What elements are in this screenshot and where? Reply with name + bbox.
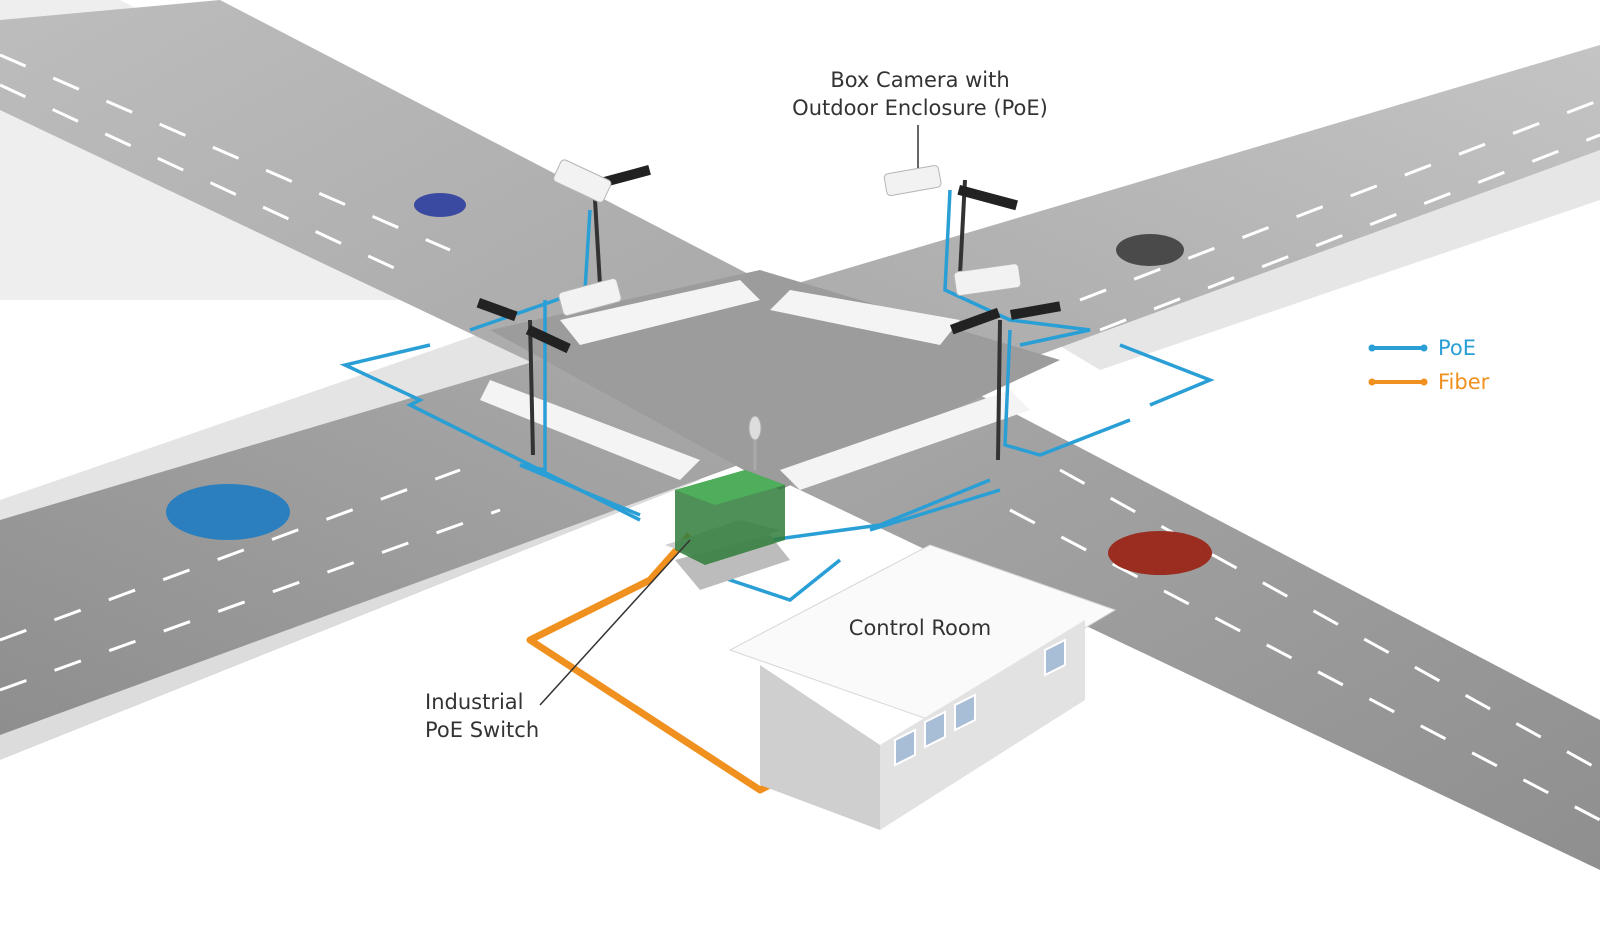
- control-room-building: [728, 544, 1117, 830]
- switch-label: Industrial PoE Switch: [425, 688, 575, 744]
- crosswalks: [480, 280, 1030, 490]
- leader-lines: [539, 125, 919, 706]
- camera-label: Box Camera with Outdoor Enclosure (PoE): [760, 66, 1080, 122]
- car-icon: [166, 193, 1212, 575]
- legend-fiber-label: Fiber: [1438, 370, 1490, 394]
- switch-cabinet: [665, 415, 790, 590]
- camera-label-line2: Outdoor Enclosure (PoE): [792, 96, 1048, 120]
- camera-label-line1: Box Camera with: [830, 68, 1010, 92]
- legend-poe-label: PoE: [1438, 336, 1477, 360]
- switch-label-line1: Industrial: [425, 690, 524, 714]
- camera-icon: [553, 159, 1022, 316]
- signal-arms: [476, 165, 1061, 354]
- switch-label-line2: PoE Switch: [425, 718, 540, 742]
- legend: [1368, 344, 1428, 386]
- control-room-label: Control Room: [848, 616, 992, 640]
- window-icon: [894, 638, 1066, 767]
- lane-markings: [0, 53, 1600, 822]
